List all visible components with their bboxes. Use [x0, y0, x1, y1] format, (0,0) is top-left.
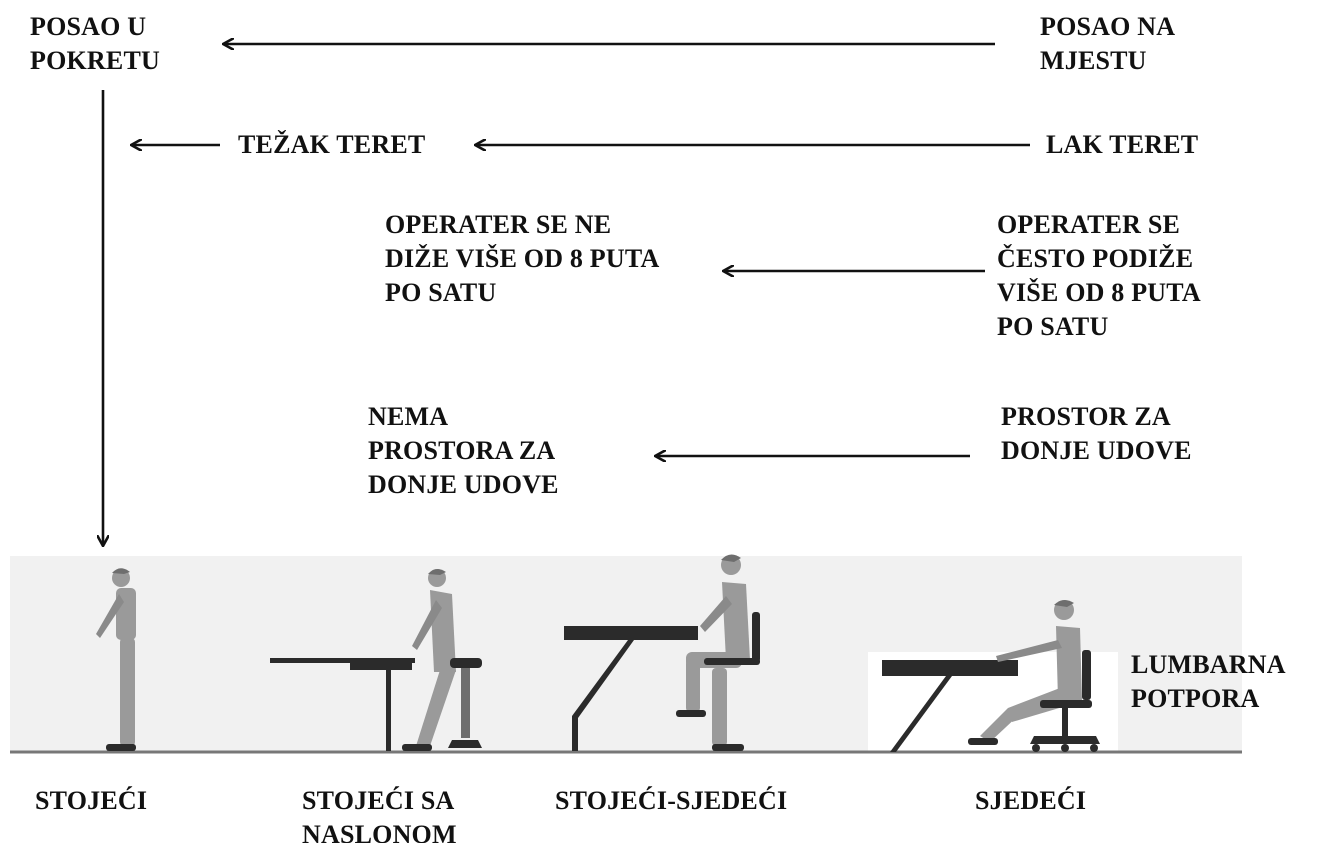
- label-legroom: PROSTOR ZA DONJE UDOVE: [1001, 402, 1192, 465]
- lumbar-support-label: LUMBARNA POTPORA: [1131, 650, 1286, 713]
- posture-label-sit-stand: STOJEĆI-SJEDEĆI: [555, 786, 788, 815]
- leaning-stool-worker-icon: [270, 568, 482, 751]
- label-no-legroom: NEMA PROSTORA ZA DONJE UDOVE: [368, 402, 559, 499]
- label-frequent-lifting: OPERATER SE ČESTO PODIŽE VIŠE OD 8 PUTA …: [997, 210, 1201, 341]
- posture-label-seated: SJEDEĆI: [975, 786, 1087, 815]
- label-work-in-motion: POSAO U POKRETU: [30, 12, 160, 75]
- sit-stand-worker-icon: [564, 554, 760, 751]
- label-rare-lifting: OPERATER SE NE DIŽE VIŠE OD 8 PUTA PO SA…: [385, 210, 660, 307]
- label-heavy-load: TEŽAK TERET: [238, 130, 426, 159]
- posture-label-leaning: STOJEĆI SA NASLONOM: [302, 786, 457, 843]
- label-work-in-place: POSAO NA MJESTU: [1040, 12, 1176, 75]
- label-light-load: LAK TERET: [1046, 130, 1199, 159]
- seated-worker-icon: [882, 599, 1100, 752]
- posture-label-standing: STOJEĆI: [35, 786, 148, 815]
- standing-worker-icon: [96, 568, 136, 751]
